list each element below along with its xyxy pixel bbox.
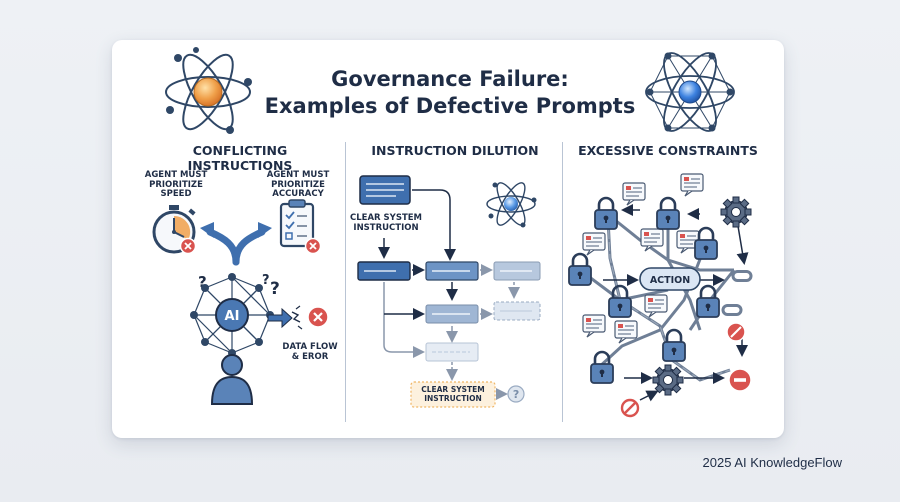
clear-instruction-label-top: CLEAR SYSTEM INSTRUCTION bbox=[350, 213, 423, 233]
section-heading-dilution: INSTRUCTION DILUTION bbox=[371, 143, 539, 158]
minus-circle-icon bbox=[728, 368, 752, 392]
person-icon bbox=[210, 354, 254, 405]
action-label: ACTION bbox=[650, 275, 690, 286]
red-x-icon bbox=[307, 306, 329, 328]
action-node bbox=[639, 267, 701, 291]
no-entry-icon bbox=[726, 322, 746, 342]
clear-instruction-line: INSTRUCTION bbox=[424, 393, 482, 403]
data-flow-label-line: DATA FLOW bbox=[282, 342, 338, 352]
lock-icon bbox=[593, 196, 619, 231]
column-divider-1 bbox=[345, 142, 346, 422]
speed-label-line: SPEED bbox=[160, 189, 192, 199]
gear-icon bbox=[720, 196, 752, 228]
ai-network-icon: AI bbox=[190, 273, 274, 357]
dilution-flow: ? bbox=[357, 175, 541, 408]
clear-instruction-line: CLEAR SYSTEM bbox=[421, 385, 485, 394]
faded-instruction-box bbox=[410, 381, 496, 408]
atom-network-icon bbox=[645, 52, 735, 132]
constraints-network: ACTION bbox=[567, 173, 753, 418]
lock-icon bbox=[567, 252, 593, 287]
speed-label-line: PRIORITIZE bbox=[149, 179, 203, 190]
clear-instruction-label-bottom: CLEAR SYSTEM INSTRUCTION bbox=[411, 385, 495, 403]
svg-text:?: ? bbox=[513, 388, 519, 401]
clear-instruction-line: INSTRUCTION bbox=[353, 222, 419, 233]
question-mark-icon: ? bbox=[270, 279, 280, 299]
accuracy-label-line: PRIORITIZE bbox=[271, 179, 325, 190]
question-mark-icon: ? bbox=[198, 273, 207, 291]
section-heading-excessive: EXCESSIVE CONSTRAINTS bbox=[578, 143, 758, 158]
data-flow-label-line: & EROR bbox=[291, 351, 329, 362]
section-heading-conflicting: CONFLICTING INSTRUCTIONS bbox=[187, 143, 293, 173]
lock-icon bbox=[661, 328, 687, 363]
gear-icon bbox=[652, 364, 684, 396]
page-title: Governance Failure: Examples of Defectiv… bbox=[0, 66, 900, 120]
lock-icon bbox=[655, 196, 681, 231]
lock-icon bbox=[607, 284, 633, 319]
red-x-icon bbox=[304, 237, 322, 255]
accuracy-label-line: ACCURACY bbox=[272, 189, 324, 199]
question-circle-icon: ? bbox=[507, 385, 525, 403]
accuracy-label-line: AGENT MUST bbox=[266, 170, 330, 180]
atom-blue-icon bbox=[486, 182, 537, 228]
lock-icon bbox=[693, 226, 719, 261]
speed-label: AGENT MUST PRIORITIZE SPEED bbox=[136, 170, 216, 200]
accuracy-label: AGENT MUST PRIORITIZE ACCURACY bbox=[258, 170, 338, 200]
clipboard-icon bbox=[279, 199, 315, 248]
speed-label-line: AGENT MUST bbox=[144, 170, 208, 180]
title-line-2: Examples of Defective Prompts bbox=[264, 94, 636, 118]
title-line-1: Governance Failure: bbox=[331, 67, 569, 91]
prohibited-icon bbox=[620, 398, 640, 418]
red-x-icon bbox=[179, 237, 197, 255]
column-divider-2 bbox=[562, 142, 563, 422]
question-mark-icon: ? bbox=[262, 273, 270, 288]
fork-arrow-icon bbox=[200, 222, 272, 266]
data-flow-label: DATA FLOW & EROR bbox=[280, 342, 340, 362]
clear-instruction-line: CLEAR SYSTEM bbox=[350, 213, 423, 223]
lock-icon bbox=[589, 350, 615, 385]
footer-credit: 2025 AI KnowledgeFlow bbox=[702, 455, 842, 470]
lock-icon bbox=[695, 284, 721, 319]
ai-label: AI bbox=[225, 309, 240, 324]
broken-arrow-icon bbox=[267, 305, 303, 330]
atom-orange-icon bbox=[165, 47, 252, 134]
